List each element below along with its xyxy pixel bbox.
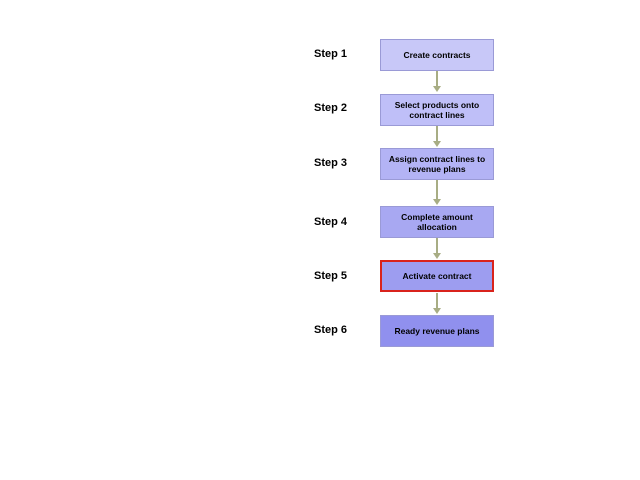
connector-line-1	[436, 71, 438, 86]
connector-line-2	[436, 126, 438, 141]
arrow-down-icon	[433, 199, 441, 205]
step-box-complete-allocation[interactable]: Complete amount allocation	[380, 206, 494, 238]
connector-line-4	[436, 238, 438, 253]
arrow-down-icon	[433, 141, 441, 147]
step-label-4: Step 4	[314, 216, 348, 228]
connector-line-3	[436, 180, 438, 200]
connector-line-5	[436, 293, 438, 308]
step-label-1: Step 1	[314, 48, 348, 60]
step-box-assign-contract-lines[interactable]: Assign contract lines to revenue plans	[380, 148, 494, 180]
step-label-6: Step 6	[314, 324, 348, 336]
step-label-5: Step 5	[314, 270, 348, 282]
arrow-down-icon	[433, 253, 441, 259]
step-box-ready-revenue-plans[interactable]: Ready revenue plans	[380, 315, 494, 347]
step-box-activate-contract[interactable]: Activate contract	[380, 260, 494, 292]
step-box-select-products[interactable]: Select products onto contract lines	[380, 94, 494, 126]
step-box-create-contracts[interactable]: Create contracts	[380, 39, 494, 71]
step-label-3: Step 3	[314, 157, 348, 169]
arrow-down-icon	[433, 86, 441, 92]
arrow-down-icon	[433, 308, 441, 314]
step-label-2: Step 2	[314, 102, 348, 114]
